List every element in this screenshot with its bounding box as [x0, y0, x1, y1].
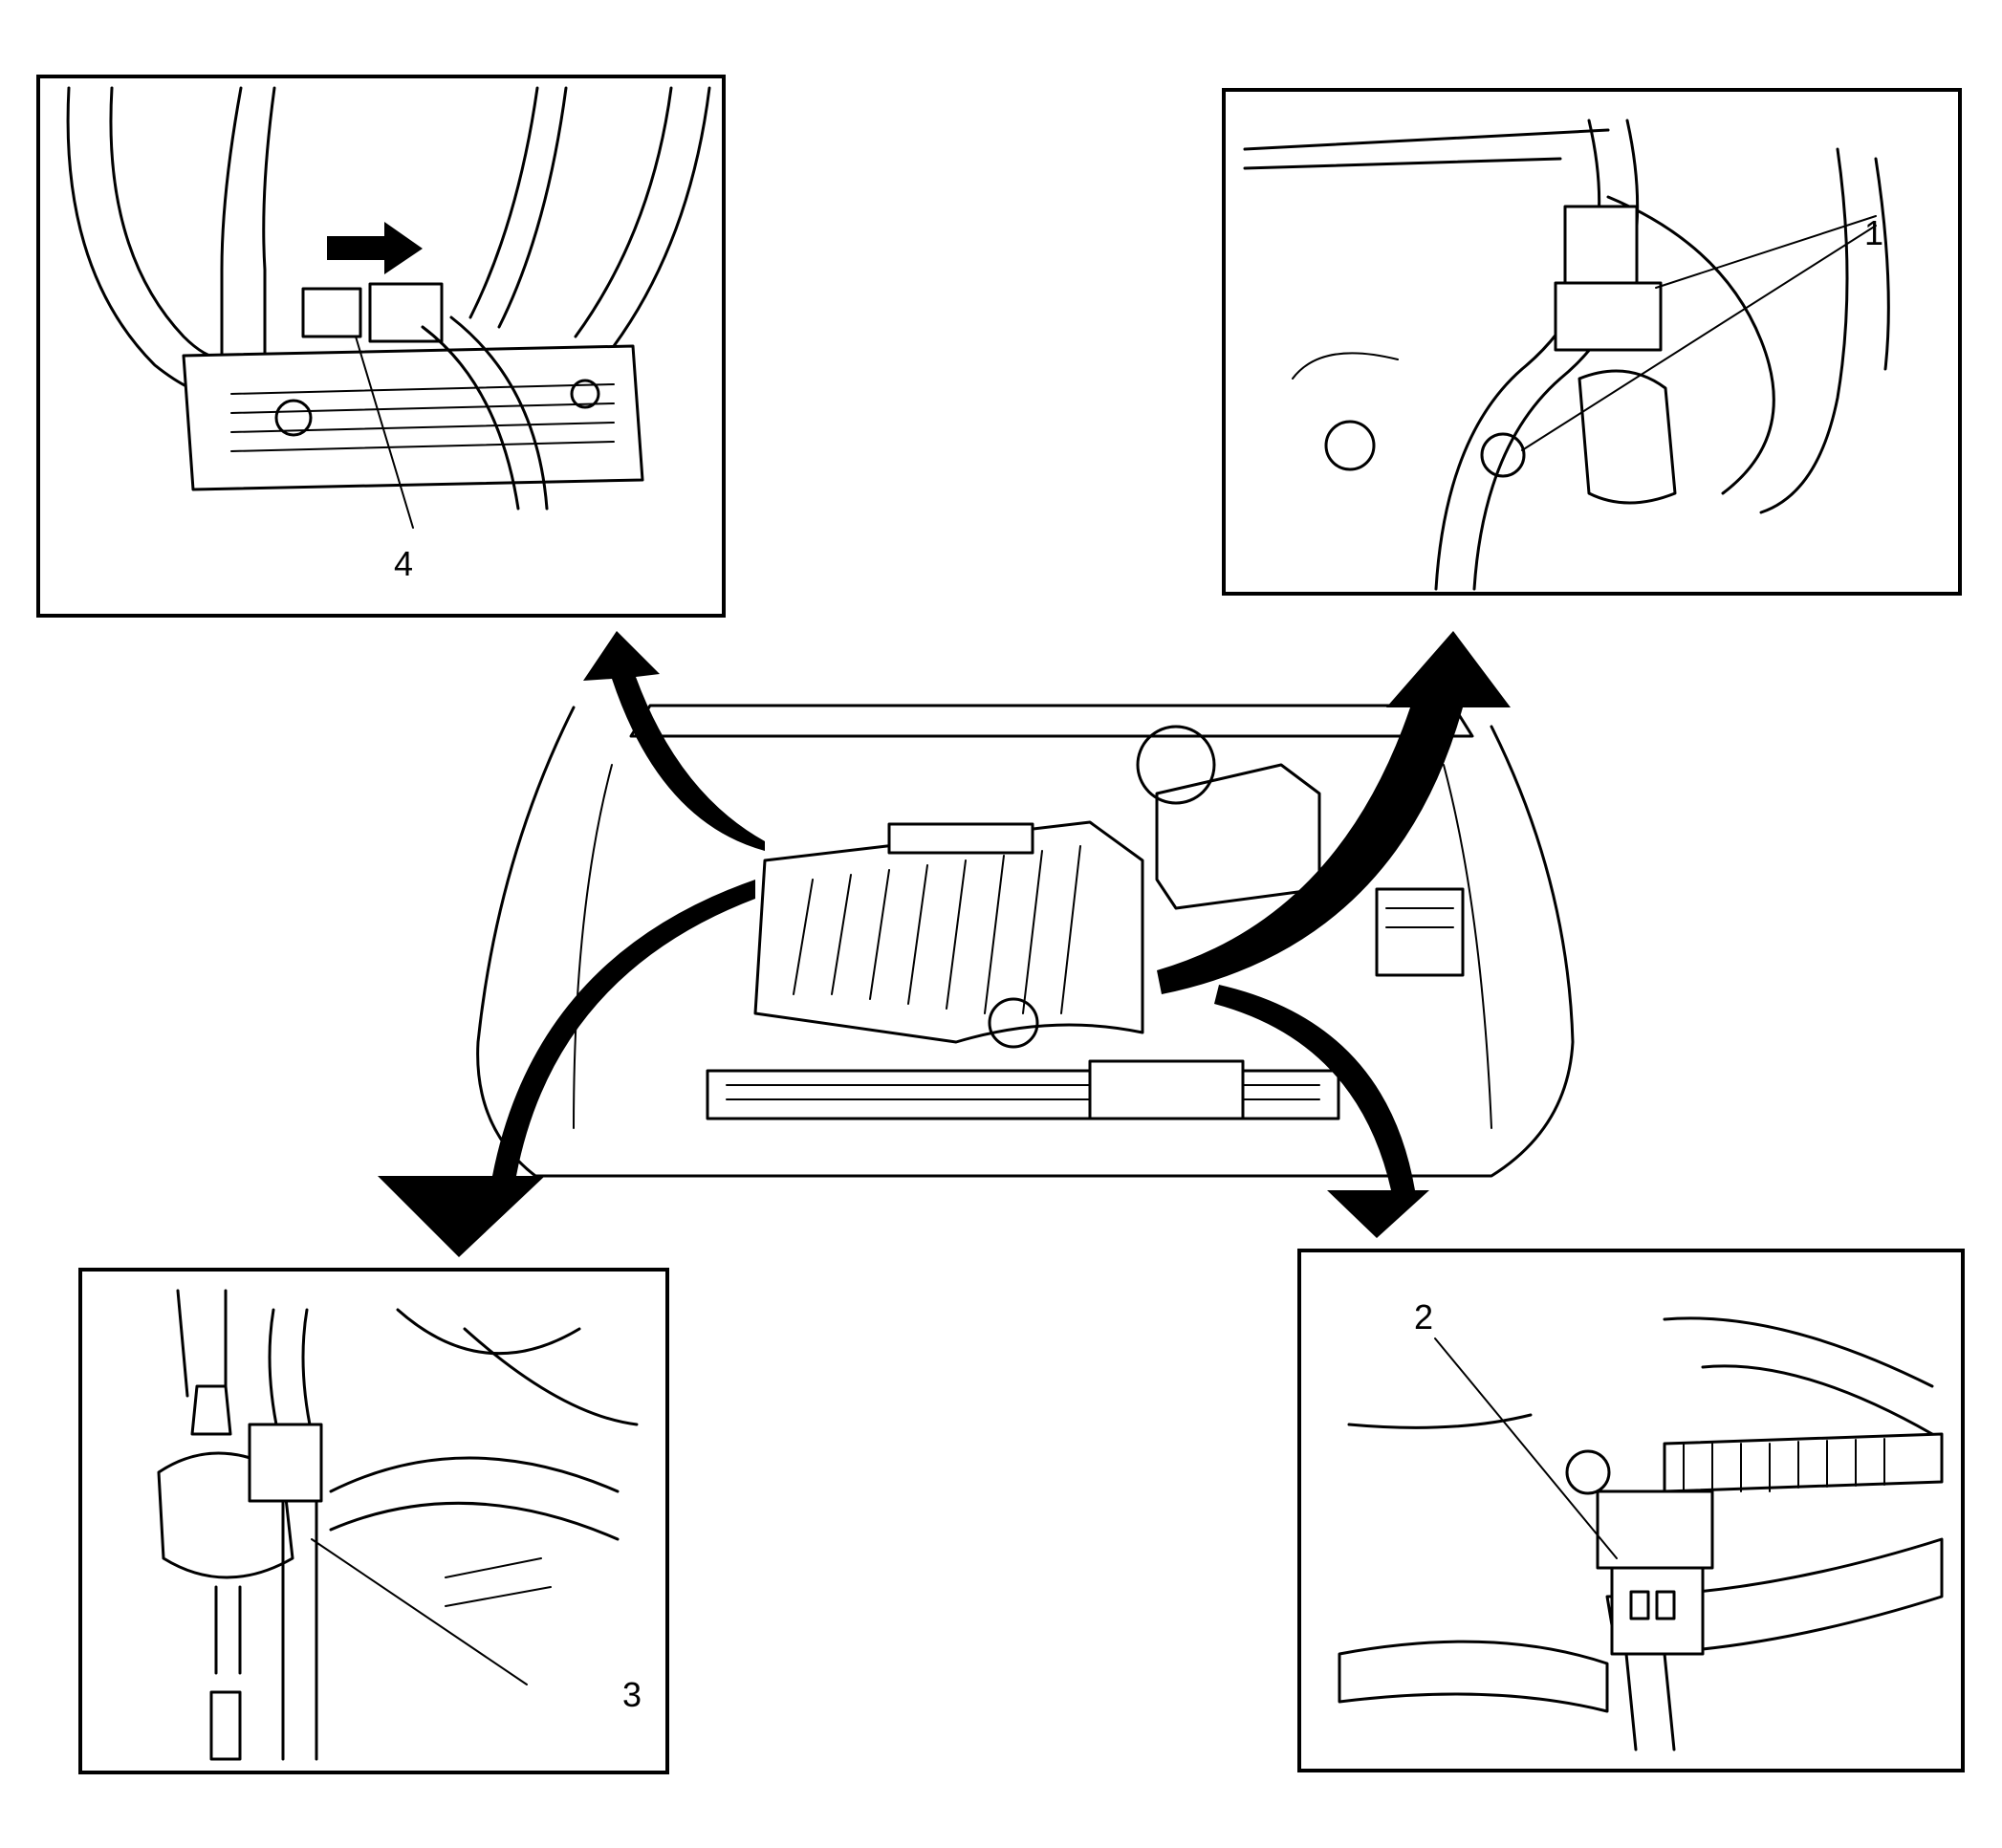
connector-3 — [248, 1423, 323, 1503]
arrow-to-upper-left — [583, 631, 765, 851]
arrow-to-lower-right — [1214, 985, 1429, 1238]
radiator-support — [706, 997, 1340, 1120]
arrow-to-upper-right — [1157, 631, 1511, 994]
connector-4 — [301, 287, 362, 338]
detail-panel-lower-right: 2 — [1297, 1249, 1965, 1772]
connector-1-sensor — [1480, 432, 1526, 478]
engine-cover — [753, 820, 1144, 1044]
fuse-box — [1375, 887, 1465, 977]
detail-panel-lower-left: 3 — [78, 1268, 669, 1774]
detail-panel-upper-right: 1 — [1222, 88, 1962, 596]
detail-art-lower-left — [157, 1289, 639, 1761]
air-filter-box — [1136, 725, 1321, 910]
detail-art-upper-right — [1243, 119, 1890, 591]
detail-panel-upper-left: 4 — [36, 75, 726, 618]
connector-2-socket — [1596, 1489, 1714, 1570]
callout-2: 2 — [1414, 1297, 1434, 1337]
direction-arrow-icon — [327, 222, 423, 274]
callout-1: 1 — [1864, 213, 1884, 252]
detail-art-upper-left — [66, 86, 711, 529]
callout-4: 4 — [394, 544, 414, 583]
callout-3: 3 — [622, 1675, 642, 1714]
detail-art-lower-right — [1338, 1316, 1944, 1751]
corrugated-hose-upper — [1663, 1432, 1944, 1493]
arrow-to-lower-left — [378, 880, 755, 1257]
